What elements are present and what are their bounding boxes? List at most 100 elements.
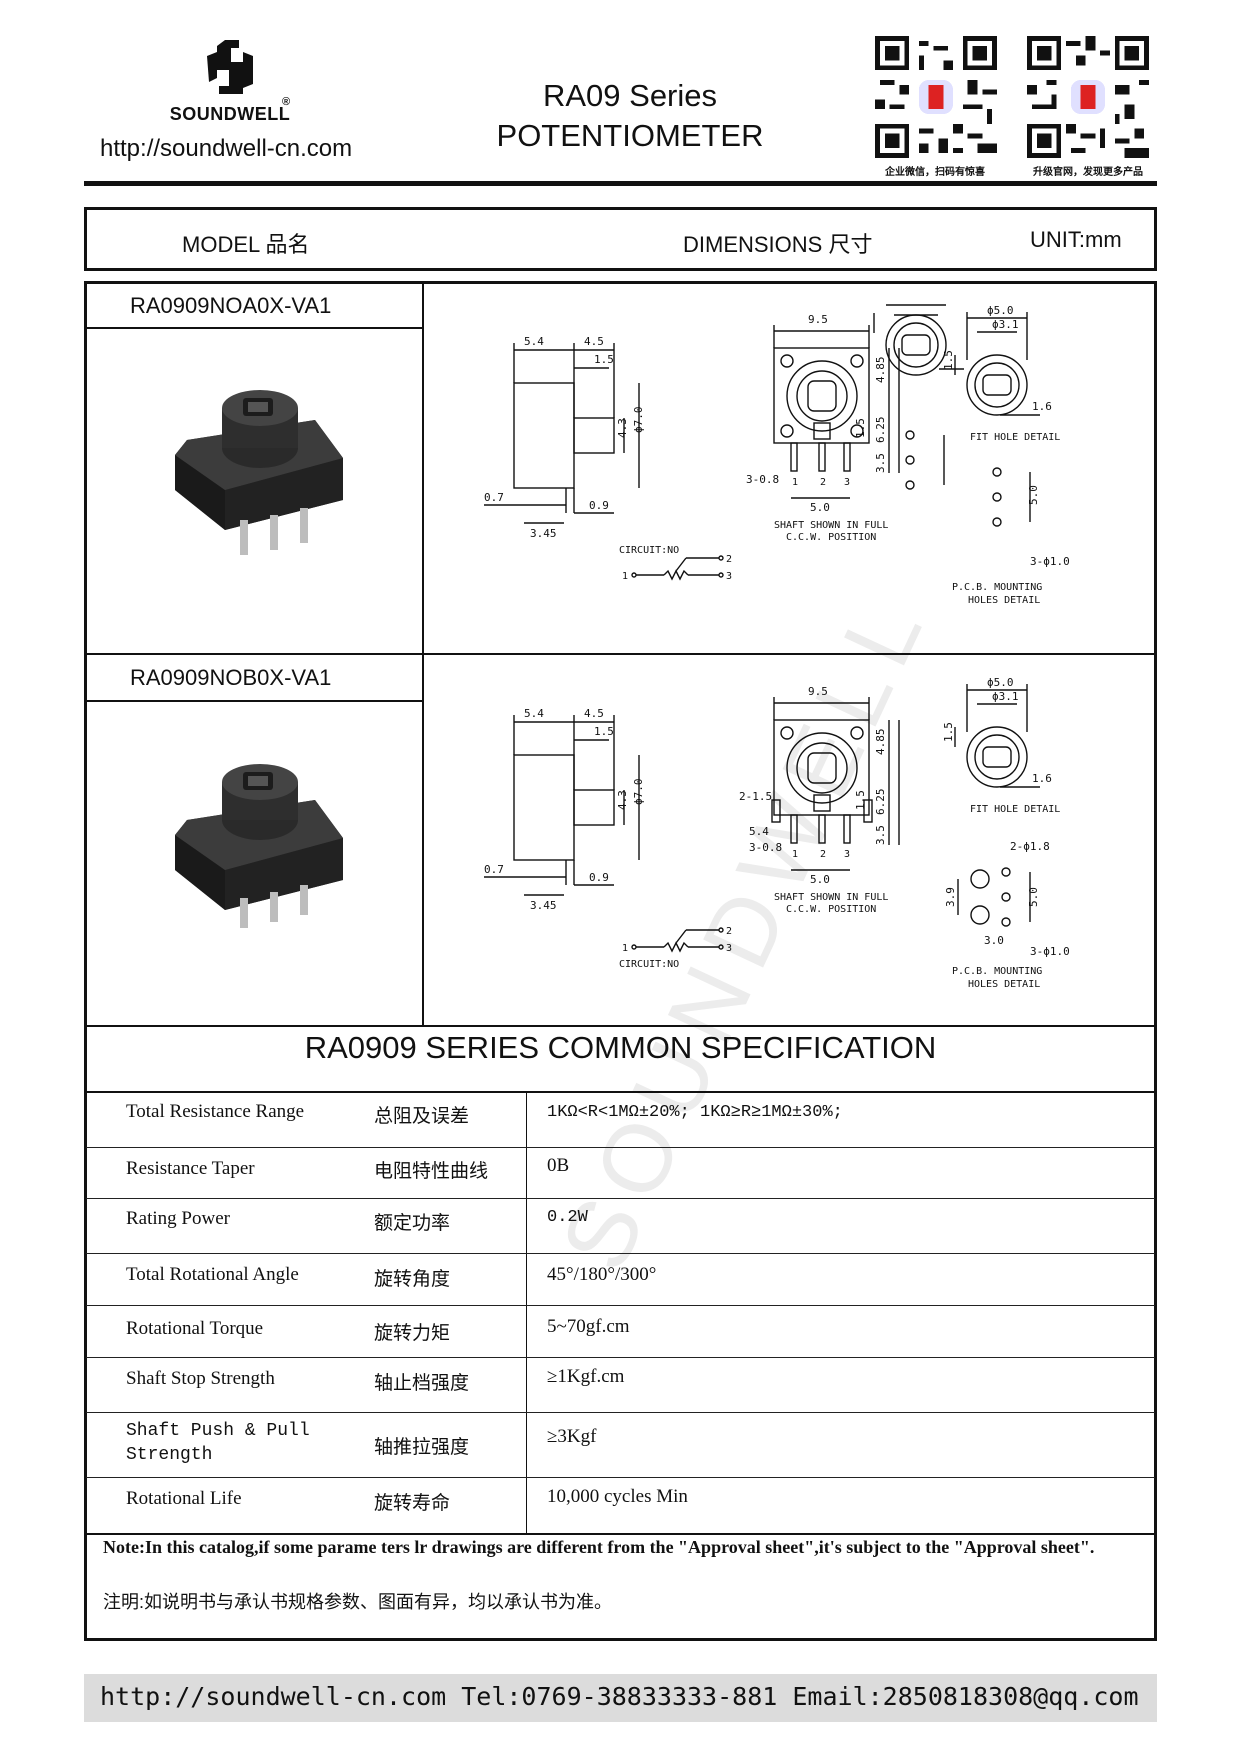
svg-text:2: 2 <box>820 477 826 488</box>
svg-text:3-0.8: 3-0.8 <box>749 841 782 854</box>
svg-text:FIT HOLE DETAIL: FIT HOLE DETAIL <box>970 804 1060 815</box>
product-photo-b <box>175 764 343 928</box>
svg-text:2: 2 <box>726 926 732 937</box>
row-divider <box>86 1253 1155 1254</box>
spec-label-cn: 电阻特性曲线 <box>374 1161 489 1182</box>
product-title: POTENTIOMETER <box>496 118 764 153</box>
row-divider <box>86 700 423 702</box>
spec-value: 10,000 cycles Min <box>547 1486 688 1507</box>
svg-text:1.5: 1.5 <box>854 418 867 438</box>
spec-value: 0B <box>547 1155 570 1176</box>
row-divider <box>86 1091 1155 1093</box>
svg-text:0.7: 0.7 <box>484 863 504 876</box>
svg-text:2-ϕ1.8: 2-ϕ1.8 <box>1010 840 1050 853</box>
svg-text:4.3: 4.3 <box>616 790 629 810</box>
model-name-a: RA0909NOA0X-VA1 <box>130 293 332 318</box>
svg-text:5.0: 5.0 <box>1027 887 1040 907</box>
product-photo-a <box>175 390 343 555</box>
svg-text:ϕ3.1: ϕ3.1 <box>992 318 1019 331</box>
main-table <box>84 281 1157 1641</box>
svg-text:0.9: 0.9 <box>589 871 609 884</box>
svg-text:SHAFT SHOWN IN FULL: SHAFT SHOWN IN FULL <box>774 892 888 903</box>
svg-text:P.C.B. MOUNTING: P.C.B. MOUNTING <box>952 582 1042 593</box>
svg-text:ϕ3.1: ϕ3.1 <box>992 690 1019 703</box>
svg-text:SHAFT SHOWN IN FULL: SHAFT SHOWN IN FULL <box>774 520 888 531</box>
svg-text:1.5: 1.5 <box>854 790 867 810</box>
header-divider <box>84 181 1157 186</box>
svg-text:9.5: 9.5 <box>808 313 828 326</box>
spec-value: 1KΩ<R<1MΩ±20%; 1KΩ≥R≥1MΩ±30%; <box>547 1103 843 1122</box>
qr-code-icon <box>875 36 997 158</box>
spec-value: 5~70gf.cm <box>547 1316 630 1337</box>
svg-text:CIRCUIT:NO: CIRCUIT:NO <box>619 545 679 556</box>
svg-text:1.5: 1.5 <box>594 725 614 738</box>
qr-code-icon <box>1027 36 1149 158</box>
qr-caption-left: 企业微信，扫码有惊喜 <box>885 167 985 178</box>
dimension-drawing-a: 5.4 4.5 1.5 4.3 ϕ7.0 0.7 0.9 3.45 9.5 4.… <box>484 304 964 582</box>
svg-text:1.5: 1.5 <box>942 350 955 370</box>
svg-text:C.C.W. POSITION: C.C.W. POSITION <box>786 532 876 543</box>
column-divider <box>526 1092 527 1533</box>
spec-label-en: Resistance Taper <box>126 1158 255 1179</box>
svg-text:4.5: 4.5 <box>584 707 604 720</box>
svg-text:3: 3 <box>844 477 850 488</box>
spec-label-en: Rating Power <box>126 1208 230 1229</box>
registered-mark: ® <box>282 96 291 108</box>
svg-text:5.0: 5.0 <box>810 501 830 514</box>
svg-text:3.0: 3.0 <box>984 934 1004 947</box>
footer-bar <box>84 1674 1157 1722</box>
svg-text:ϕ5.0: ϕ5.0 <box>987 304 1014 317</box>
svg-text:ϕ7.0: ϕ7.0 <box>632 779 645 806</box>
svg-text:1: 1 <box>622 943 628 954</box>
footer-contact[interactable]: http://soundwell-cn.com Tel:0769-3883333… <box>100 1682 1139 1711</box>
svg-text:6.25: 6.25 <box>874 417 887 444</box>
row-divider <box>86 1533 1155 1535</box>
row-divider <box>86 653 1155 655</box>
row-divider <box>86 1198 1155 1199</box>
qr-caption-right: 升级官网，发现更多产品 <box>1033 167 1143 178</box>
svg-text:3: 3 <box>726 571 732 582</box>
svg-text:5.4: 5.4 <box>524 707 544 720</box>
svg-text:4.85: 4.85 <box>874 357 887 384</box>
website-link[interactable]: http://soundwell-cn.com <box>100 135 353 162</box>
fit-hole-detail-a: ϕ5.0 ϕ3.1 1.5 1.6 FIT HOLE DETAIL 5.0 3-… <box>942 304 1070 606</box>
svg-text:5.4: 5.4 <box>524 335 544 348</box>
unit-label: UNIT:mm <box>1030 227 1122 252</box>
spec-value: ≥1Kgf.cm <box>547 1366 625 1387</box>
spec-label-cn: 额定功率 <box>374 1213 451 1234</box>
spec-label-cn: 总阻及误差 <box>374 1106 470 1127</box>
svg-text:3: 3 <box>726 943 732 954</box>
spec-value: 45°/180°/300° <box>547 1264 657 1285</box>
svg-text:3.5: 3.5 <box>874 825 887 845</box>
svg-text:CIRCUIT:NO: CIRCUIT:NO <box>619 959 679 970</box>
column-header-dimensions: DIMENSIONS 尺寸 <box>683 232 873 257</box>
svg-text:2: 2 <box>726 554 732 565</box>
svg-text:1.6: 1.6 <box>1032 772 1052 785</box>
column-header-model: MODEL 品名 <box>182 232 310 257</box>
spec-label-en: Total Rotational Angle <box>126 1264 299 1285</box>
spec-label-cn: 旋转寿命 <box>374 1493 451 1514</box>
spec-label-cn: 旋转角度 <box>374 1269 451 1290</box>
svg-text:1.6: 1.6 <box>1032 400 1052 413</box>
column-divider <box>422 283 424 1027</box>
dimension-drawing-b: 5.4 4.5 1.5 4.3 ϕ7.0 0.7 0.9 3.45 9.5 4.… <box>484 685 900 970</box>
svg-text:5.4: 5.4 <box>749 825 769 838</box>
svg-text:3.9: 3.9 <box>944 887 957 907</box>
row-divider <box>86 1305 1155 1306</box>
spec-label-en: Shaft Push & Pull Strength <box>126 1421 310 1465</box>
svg-text:3-ϕ1.0: 3-ϕ1.0 <box>1030 945 1070 958</box>
svg-text:9.5: 9.5 <box>808 685 828 698</box>
svg-text:ϕ5.0: ϕ5.0 <box>987 676 1014 689</box>
svg-text:3: 3 <box>844 849 850 860</box>
table-header-row <box>84 207 1157 271</box>
svg-text:6.25: 6.25 <box>874 789 887 816</box>
svg-text:HOLES DETAIL: HOLES DETAIL <box>968 979 1040 990</box>
spec-label-cn: 轴止档强度 <box>374 1373 470 1394</box>
spec-label-en: Rotational Torque <box>126 1318 264 1339</box>
soundwell-logo-icon <box>207 40 253 94</box>
svg-text:3-ϕ1.0: 3-ϕ1.0 <box>1030 555 1070 568</box>
spec-value: 0.2W <box>547 1208 588 1227</box>
spec-title: RA0909 SERIES COMMON SPECIFICATION <box>304 1030 937 1065</box>
svg-text:1: 1 <box>622 571 628 582</box>
fit-hole-detail-b: ϕ5.0 ϕ3.1 1.5 1.6 FIT HOLE DETAIL 2-ϕ1.8… <box>942 676 1070 990</box>
